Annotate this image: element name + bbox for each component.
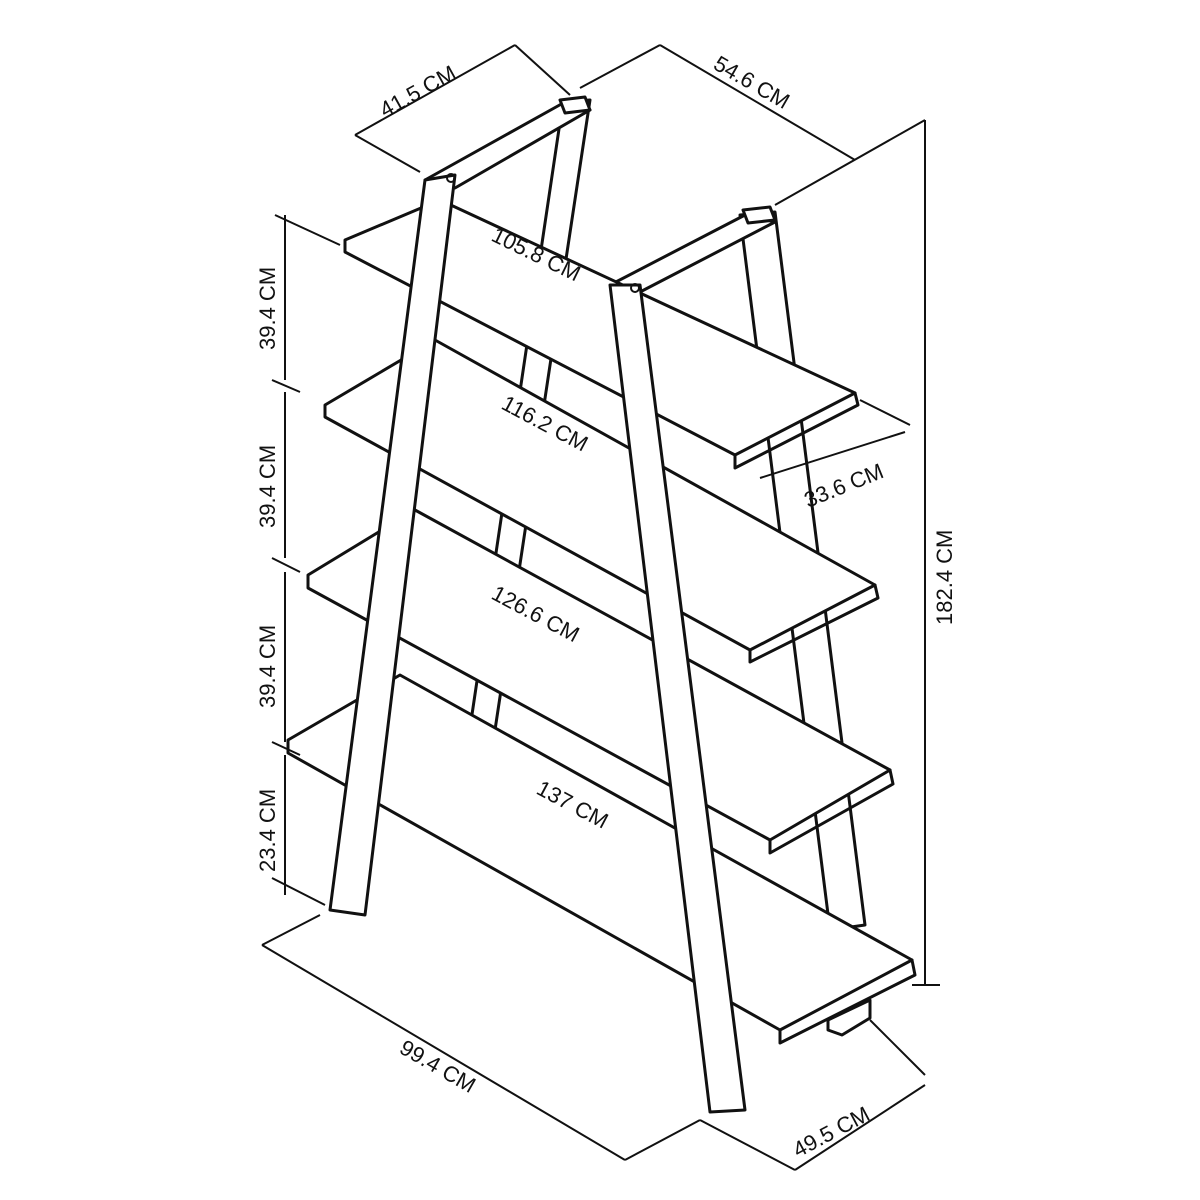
shelf-depth-label: 33.6 CM [801, 458, 887, 512]
bottom-clearance-label: 23.4 CM [255, 789, 280, 872]
spacing-3-label: 39.4 CM [255, 625, 280, 708]
top-cap-left [558, 95, 592, 115]
spacing-2-label: 39.4 CM [255, 445, 280, 528]
front-right-leg [608, 283, 747, 1114]
dimension-lines [261, 44, 940, 1171]
total-height-label: 182.4 CM [932, 530, 957, 625]
top-depth-label: 41.5 CM [375, 60, 460, 122]
front-left-leg [328, 173, 457, 917]
top-cap-right [741, 205, 777, 225]
spacing-1-label: 39.4 CM [255, 267, 280, 350]
base-depth-label: 49.5 CM [789, 1101, 874, 1162]
